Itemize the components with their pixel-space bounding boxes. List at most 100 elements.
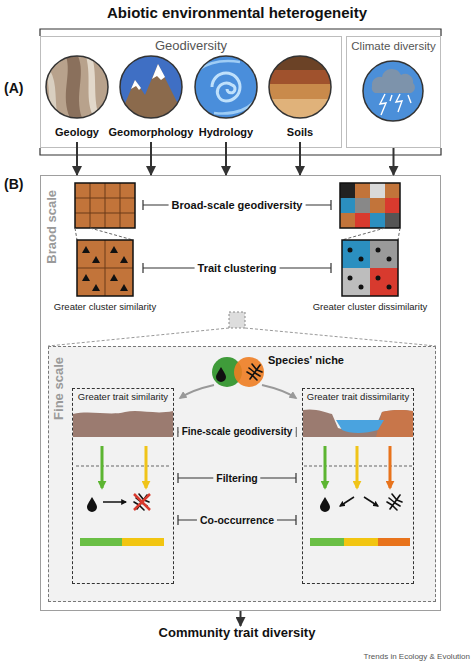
group-box: Climate diversity — [346, 36, 441, 148]
outcome-box: Community trait diversity — [117, 626, 357, 643]
soils-picture — [269, 56, 331, 118]
climate-picture — [372, 69, 415, 93]
broad-grid — [385, 213, 400, 228]
process-label: Fine-scale geodiversity — [179, 426, 296, 438]
grid-caption: Greater cluster dissimilarity — [313, 301, 428, 313]
bar-ends — [143, 200, 331, 210]
venn-label: Species' niche — [268, 354, 344, 366]
group-box: GeodiversityGeologyGeomorphologyHydrolog… — [40, 36, 342, 148]
soils-picture — [269, 56, 331, 70]
geomorphology-picture — [120, 56, 182, 118]
flow-arrow — [299, 142, 301, 175]
cluster-grid — [92, 256, 100, 263]
watermark: Trends in Ecology & Evolution — [364, 651, 470, 663]
soils-picture — [269, 70, 331, 84]
broad-grid — [75, 183, 135, 228]
picture-circle: Soils — [267, 54, 333, 142]
picture-circle: Geomorphology — [118, 54, 184, 142]
cluster-grid — [370, 240, 398, 268]
condition-box: Greater trait dissimilarity — [302, 388, 414, 584]
condition-box: Greater trait similarity — [72, 388, 174, 584]
hydrology-picture — [195, 56, 257, 118]
cluster-grid — [342, 240, 398, 296]
broad-grid — [385, 198, 400, 213]
bracket — [40, 29, 441, 36]
climate-picture — [363, 61, 423, 121]
hydrology-picture — [212, 73, 240, 101]
hydrology-picture — [195, 56, 257, 118]
geology-picture — [46, 56, 108, 118]
cluster-grid — [359, 285, 364, 290]
cluster-grid — [376, 276, 381, 281]
broad-grid — [340, 183, 355, 198]
node-text: Geodiversity — [41, 39, 341, 54]
geology-picture — [66, 56, 82, 118]
node-text: Greater trait dissimilarity — [291, 392, 425, 403]
cluster-grid — [77, 240, 133, 296]
grid-caption: Greater cluster similarity — [54, 301, 156, 313]
bar-ends — [143, 263, 331, 273]
soils-picture — [269, 56, 331, 118]
node-text: Climate diversity — [342, 40, 445, 53]
zoom-selection — [48, 328, 436, 346]
zoom-line — [75, 228, 400, 240]
cluster-grid — [359, 257, 364, 262]
node-text: Geomorphology — [93, 126, 209, 139]
climate-picture — [363, 61, 423, 121]
geomorphology-picture — [118, 56, 186, 120]
cluster-grid — [77, 240, 133, 296]
panel-letter: (B) — [4, 178, 23, 190]
cluster-grid — [348, 276, 353, 281]
cluster-grid — [82, 246, 90, 253]
geomorphology-picture — [131, 80, 141, 90]
cluster-grid — [77, 240, 133, 296]
broad-grid — [370, 183, 385, 198]
cluster-grid — [370, 268, 398, 296]
broad-grid — [340, 213, 355, 228]
hydrology-picture — [195, 56, 257, 118]
cluster-grid — [387, 285, 392, 290]
cluster-grid — [376, 248, 381, 253]
zoom-selection — [229, 312, 245, 328]
picture-circle: Geology — [44, 54, 110, 142]
broad-grid — [75, 183, 135, 228]
picture-circle: Hydrology — [193, 54, 259, 142]
climate-picture — [380, 94, 411, 115]
zoom-line — [75, 228, 400, 240]
cluster-grid — [82, 274, 90, 281]
climate-picture — [363, 61, 423, 121]
node-text: Greater trait similarity — [61, 392, 185, 403]
process-label: Trait clustering — [195, 262, 280, 274]
cluster-grid — [110, 246, 118, 253]
cluster-grid — [387, 257, 392, 262]
cluster-grid — [342, 240, 398, 296]
hydrology-picture — [198, 61, 254, 114]
broad-grid — [75, 183, 135, 228]
cluster-grid — [92, 284, 100, 291]
soils-picture — [269, 56, 331, 118]
geology-picture — [46, 56, 108, 118]
cluster-grid — [120, 256, 128, 263]
broad-grid — [385, 183, 400, 198]
process-label: Broad-scale geodiversity — [169, 199, 306, 211]
node-text: Soils — [242, 126, 358, 139]
cluster-grid — [348, 248, 392, 290]
broad-grid — [370, 198, 385, 213]
node-text: Hydrology — [168, 126, 284, 139]
flow-arrow — [225, 142, 227, 175]
cluster-grid — [110, 274, 118, 281]
geomorphology-picture — [152, 64, 165, 80]
broad-grid — [355, 213, 370, 228]
bar-ends — [178, 427, 296, 437]
geology-picture — [46, 56, 108, 118]
broad-grid — [355, 198, 370, 213]
process-label: Filtering — [213, 472, 260, 484]
flow-arrow — [76, 142, 78, 175]
bracket — [40, 148, 441, 155]
panel-letter: (A) — [4, 82, 23, 94]
soils-picture — [269, 99, 331, 118]
flow-arrow — [393, 148, 395, 175]
geology-picture — [46, 70, 58, 118]
zoom-selection — [48, 312, 436, 346]
